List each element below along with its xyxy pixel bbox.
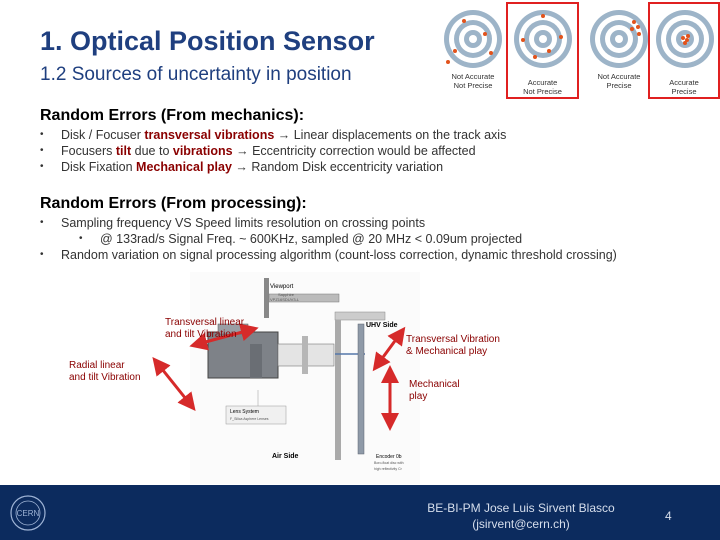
label-lens-system: Lens System (230, 409, 259, 415)
target-icon (444, 10, 502, 68)
annotation-transversal-mech: Transversal Vibration & Mechanical play (406, 334, 500, 357)
slide-subtitle: 1.2 Sources of uncertainty in position (40, 64, 352, 85)
list-subitem: @ 133rad/s Signal Freq. ~ 600KHz, sample… (40, 231, 617, 247)
annotation-transversal-tilt: Transversal linear and tilt Vibration (165, 317, 245, 340)
footer-credit: BE-BI-PM Jose Luis Sirvent Blasco (jsirv… (427, 501, 615, 531)
label-viewport: Viewport (270, 284, 294, 290)
list-item: Disk / Focuser transversal vibrations → … (40, 127, 506, 143)
sensor-diagram: Viewport Sapphire VPZ16SDUV3-L UHV Side … (190, 272, 420, 484)
target-icon (514, 10, 572, 68)
processing-list: Sampling frequency VS Speed limits resol… (40, 215, 617, 263)
label-viewport-sub2: VPZ16SDUV3-L (270, 297, 300, 302)
list-item: Disk Fixation Mechanical play → Random D… (40, 159, 506, 175)
footer-bar: CERN BE-BI-PM Jose Luis Sirvent Blasco (… (0, 485, 720, 540)
arrow-radial (152, 356, 196, 412)
cern-logo-icon: CERN (10, 495, 46, 531)
label-encoder-sub2: high reflectivity Cr (374, 467, 403, 471)
label-viewport-sub1: Sapphire (278, 292, 295, 297)
label-encoder: Encoder 0b (376, 454, 402, 460)
target-icon (656, 10, 714, 68)
section-heading-processing: Random Errors (From processing): (40, 195, 307, 212)
list-item: Random variation on signal processing al… (40, 247, 617, 263)
page-number: 4 (665, 509, 672, 523)
annotation-mech-play: Mechanical play (409, 379, 460, 402)
mechanics-list: Disk / Focuser transversal vibrations → … (40, 127, 506, 175)
section-heading-mechanics: Random Errors (From mechanics): (40, 107, 305, 124)
list-item: Sampling frequency VS Speed limits resol… (40, 215, 617, 231)
list-item: Focusers tilt due to vibrations → Eccent… (40, 143, 506, 159)
annotation-radial: Radial linear and tilt Vibration (69, 360, 141, 383)
slide-title: 1. Optical Position Sensor (40, 26, 375, 56)
label-air-side: Air Side (272, 453, 299, 460)
label-uhv-side: UHV Side (366, 322, 398, 329)
label-lens-sub: F_Silica Asphere Lenses (230, 417, 269, 421)
svg-text:CERN: CERN (17, 509, 40, 518)
label-encoder-sub1: Boro-float disc with (374, 461, 404, 465)
target-icon (590, 10, 648, 68)
